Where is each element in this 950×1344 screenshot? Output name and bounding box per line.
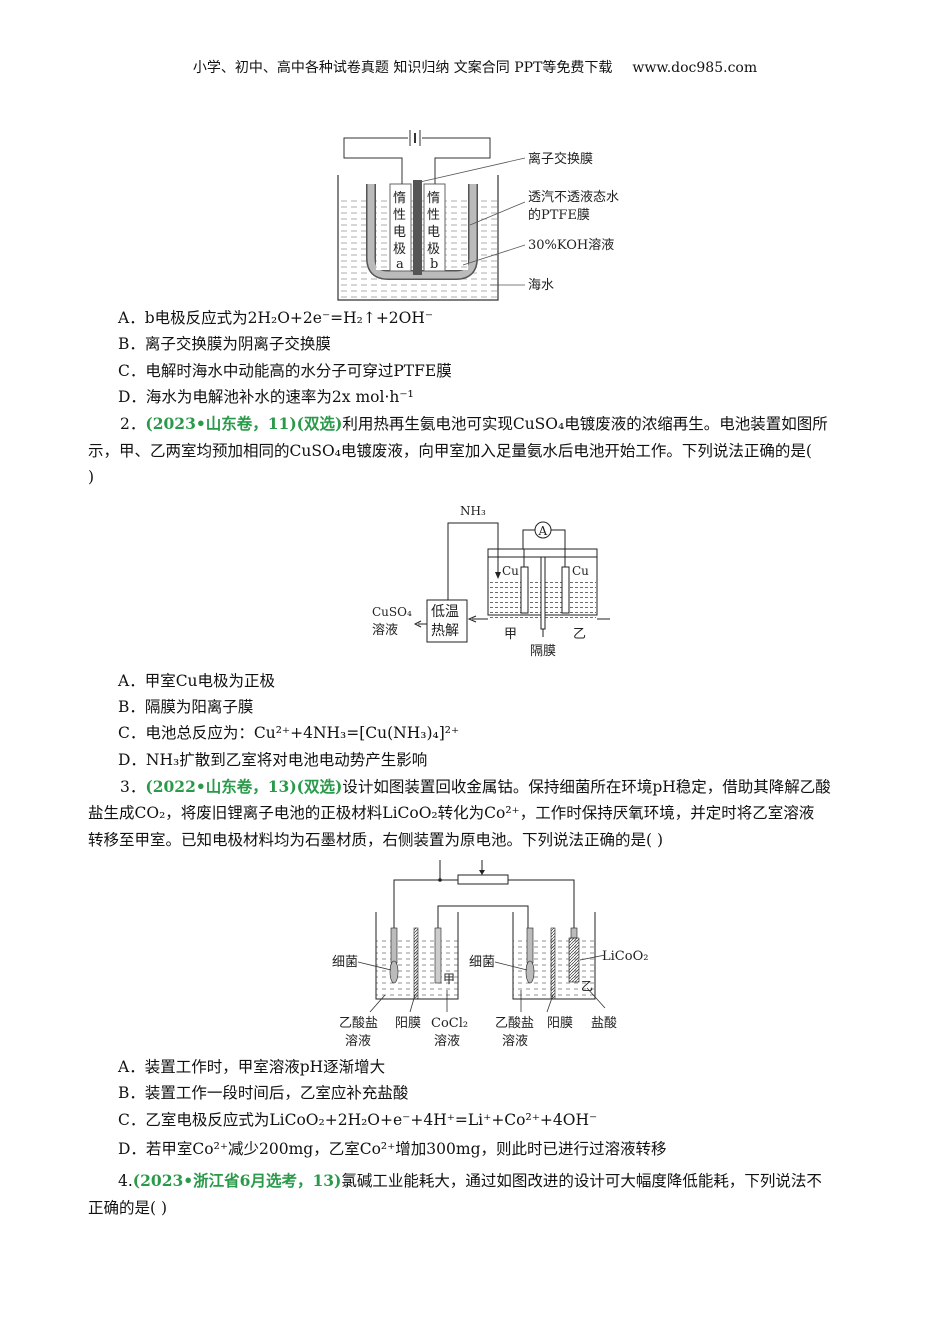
question-number: 3． bbox=[120, 778, 146, 796]
q2-stem-line3: ) bbox=[88, 468, 95, 486]
q4-stem-line2: 正确的是( ) bbox=[88, 1199, 168, 1217]
label-cation-membrane-right: 阳膜 bbox=[547, 1016, 573, 1031]
q3-option-c[interactable]: C．乙室电极反应式为LiCoO₂+2H₂O+e⁻+4H⁺=Li⁺+Co²⁺+4O… bbox=[118, 1111, 598, 1129]
electrode-b-char: 电 bbox=[427, 225, 440, 240]
stem-text: 利用热再生氨电池可实现CuSO₄电镀废液的浓缩再生。电池装置如图所 bbox=[342, 415, 828, 433]
q2-option-a[interactable]: A．甲室Cu电极为正极 bbox=[118, 672, 276, 690]
q3-stem-line3: 转移至甲室。已知电极材料均为石墨材质，右侧装置为原电池。下列说法正确的是( ) bbox=[88, 831, 664, 849]
label-solution-left: 溶液 bbox=[345, 1034, 371, 1049]
label-acetate-right: 乙酸盐 bbox=[495, 1016, 534, 1031]
label-solution-right: 溶液 bbox=[502, 1034, 528, 1049]
question-source: (2022•山东卷，13)(双选) bbox=[145, 777, 343, 796]
header-text: 小学、初中、高中各种试卷真题 知识归纳 文案合同 PPT等免费下载 bbox=[192, 60, 613, 76]
label-cation-membrane-left: 阳膜 bbox=[395, 1016, 421, 1031]
label-yi: 乙 bbox=[581, 979, 593, 993]
label-jia: 甲 bbox=[504, 627, 517, 642]
label-yi: 乙 bbox=[573, 627, 586, 642]
rheostat bbox=[457, 874, 509, 885]
q3-stem-line1: 3．(2022•山东卷，13)(双选)设计如图装置回收金属钴。保持细菌所在环境p… bbox=[120, 777, 831, 797]
label-ptfe-2: 的PTFE膜 bbox=[528, 207, 590, 223]
q3-option-a[interactable]: A．装置工作时，甲室溶液pH逐渐增大 bbox=[118, 1058, 386, 1076]
q1-option-a[interactable]: A．b电极反应式为2H₂O+2e⁻=H₂↑+2OH⁻ bbox=[118, 309, 434, 327]
label-bacteria-left: 细菌 bbox=[332, 955, 358, 970]
electrode-a-char: 极 bbox=[393, 242, 406, 257]
box-text-1: 低温 bbox=[431, 604, 459, 620]
question-source: (2023•浙江省6月选考，13) bbox=[132, 1171, 342, 1190]
electrode-b-char: b bbox=[430, 257, 438, 272]
q3-option-b[interactable]: B．装置工作一段时间后，乙室应补充盐酸 bbox=[118, 1084, 409, 1102]
electrode-a-char: 性 bbox=[393, 208, 406, 223]
label-licoo2: LiCoO₂ bbox=[602, 949, 648, 964]
ammeter-label: A bbox=[538, 524, 548, 538]
q2-option-b[interactable]: B．隔膜为阳离子膜 bbox=[118, 698, 254, 716]
q1-option-b[interactable]: B．离子交换膜为阴离子交换膜 bbox=[118, 335, 331, 353]
page-header: 小学、初中、高中各种试卷真题 知识归纳 文案合同 PPT等免费下载 www.doc… bbox=[0, 57, 950, 77]
q2-stem-line2: 示，甲、乙两室均预加相同的CuSO₄电镀废液，向甲室加入足量氨水后电池开始工作。… bbox=[88, 442, 812, 460]
q1-option-c[interactable]: C．电解时海水中动能高的水分子可穿过PTFE膜 bbox=[118, 362, 452, 380]
label-cuso4: CuSO₄ bbox=[372, 605, 412, 619]
electrode-a-char: a bbox=[396, 257, 404, 272]
figure-electrolysis-seawater: 惰 性 电 极 a 惰 性 电 极 b 离子交换膜 透汽不透液态水 的PTFE膜… bbox=[337, 130, 619, 301]
stem-text: 氯碱工业能耗大，通过如图改进的设计可大幅度降低能耗，下列说法不 bbox=[341, 1172, 822, 1190]
label-nh3: NH₃ bbox=[460, 504, 486, 518]
ammeter-icon bbox=[534, 521, 552, 539]
label-acetate-left: 乙酸盐 bbox=[339, 1016, 378, 1031]
label-membrane: 隔膜 bbox=[530, 644, 556, 659]
label-solution-cocl2: 溶液 bbox=[434, 1034, 460, 1049]
label-cocl2: CoCl₂ bbox=[431, 1016, 468, 1031]
label-hcl: 盐酸 bbox=[591, 1016, 617, 1031]
header-url[interactable]: www.doc985.com bbox=[632, 60, 758, 76]
label-ptfe-1: 透汽不透液态水 bbox=[528, 190, 619, 205]
electrode-b-char: 极 bbox=[427, 242, 440, 257]
electrode-a-char: 电 bbox=[393, 225, 406, 240]
q2-stem-line1: 2．(2023•山东卷，11)(双选)利用热再生氨电池可实现CuSO₄电镀废液的… bbox=[120, 414, 828, 434]
label-solution: 溶液 bbox=[372, 623, 398, 638]
figure-ammonia-battery: A NH₃ Cu Cu CuSO₄ 溶液 低温 热解 甲 乙 隔膜 bbox=[372, 504, 610, 659]
stem-text: 设计如图装置回收金属钴。保持细菌所在环境pH稳定，借助其降解乙酸 bbox=[342, 778, 831, 796]
q3-option-d[interactable]: D．若甲室Co²⁺减少200mg，乙室Co²⁺增加300mg，则此时已进行过溶液… bbox=[118, 1140, 667, 1158]
label-ion-exchange-membrane: 离子交换膜 bbox=[528, 151, 593, 167]
question-source: (2023•山东卷，11)(双选) bbox=[145, 414, 343, 433]
q4-stem-line1: 4.(2023•浙江省6月选考，13)氯碱工业能耗大，通过如图改进的设计可大幅度… bbox=[118, 1171, 822, 1191]
label-bacteria-right: 细菌 bbox=[469, 955, 495, 970]
box-text-2: 热解 bbox=[431, 623, 459, 639]
figure-cobalt-recovery: 细菌 细菌 LiCoO₂ 甲 乙 乙酸盐 溶液 阳膜 CoCl₂ 溶液 乙酸盐 … bbox=[332, 860, 648, 1049]
label-koh: 30%KOH溶液 bbox=[528, 238, 614, 253]
label-cu-left: Cu bbox=[502, 564, 519, 578]
q2-option-d[interactable]: D．NH₃扩散到乙室将对电池电动势产生影响 bbox=[118, 751, 428, 769]
electrode-a-char: 惰 bbox=[393, 191, 406, 206]
question-number: 2． bbox=[120, 415, 146, 433]
q3-stem-line2: 盐生成CO₂，将废旧锂离子电池的正极材料LiCoO₂转化为Co²⁺，工作时保持厌… bbox=[88, 804, 815, 822]
q1-option-d[interactable]: D．海水为电解池补水的速率为2x mol·h⁻¹ bbox=[118, 388, 414, 406]
electrode-b-char: 性 bbox=[427, 208, 440, 223]
label-cu-right: Cu bbox=[572, 564, 589, 578]
question-number: 4. bbox=[118, 1172, 133, 1190]
q2-option-c[interactable]: C．电池总反应为：Cu²⁺+4NH₃=[Cu(NH₃)₄]²⁺ bbox=[118, 724, 460, 742]
label-seawater: 海水 bbox=[528, 278, 554, 293]
electrode-b-char: 惰 bbox=[427, 191, 440, 206]
label-jia: 甲 bbox=[443, 972, 455, 986]
